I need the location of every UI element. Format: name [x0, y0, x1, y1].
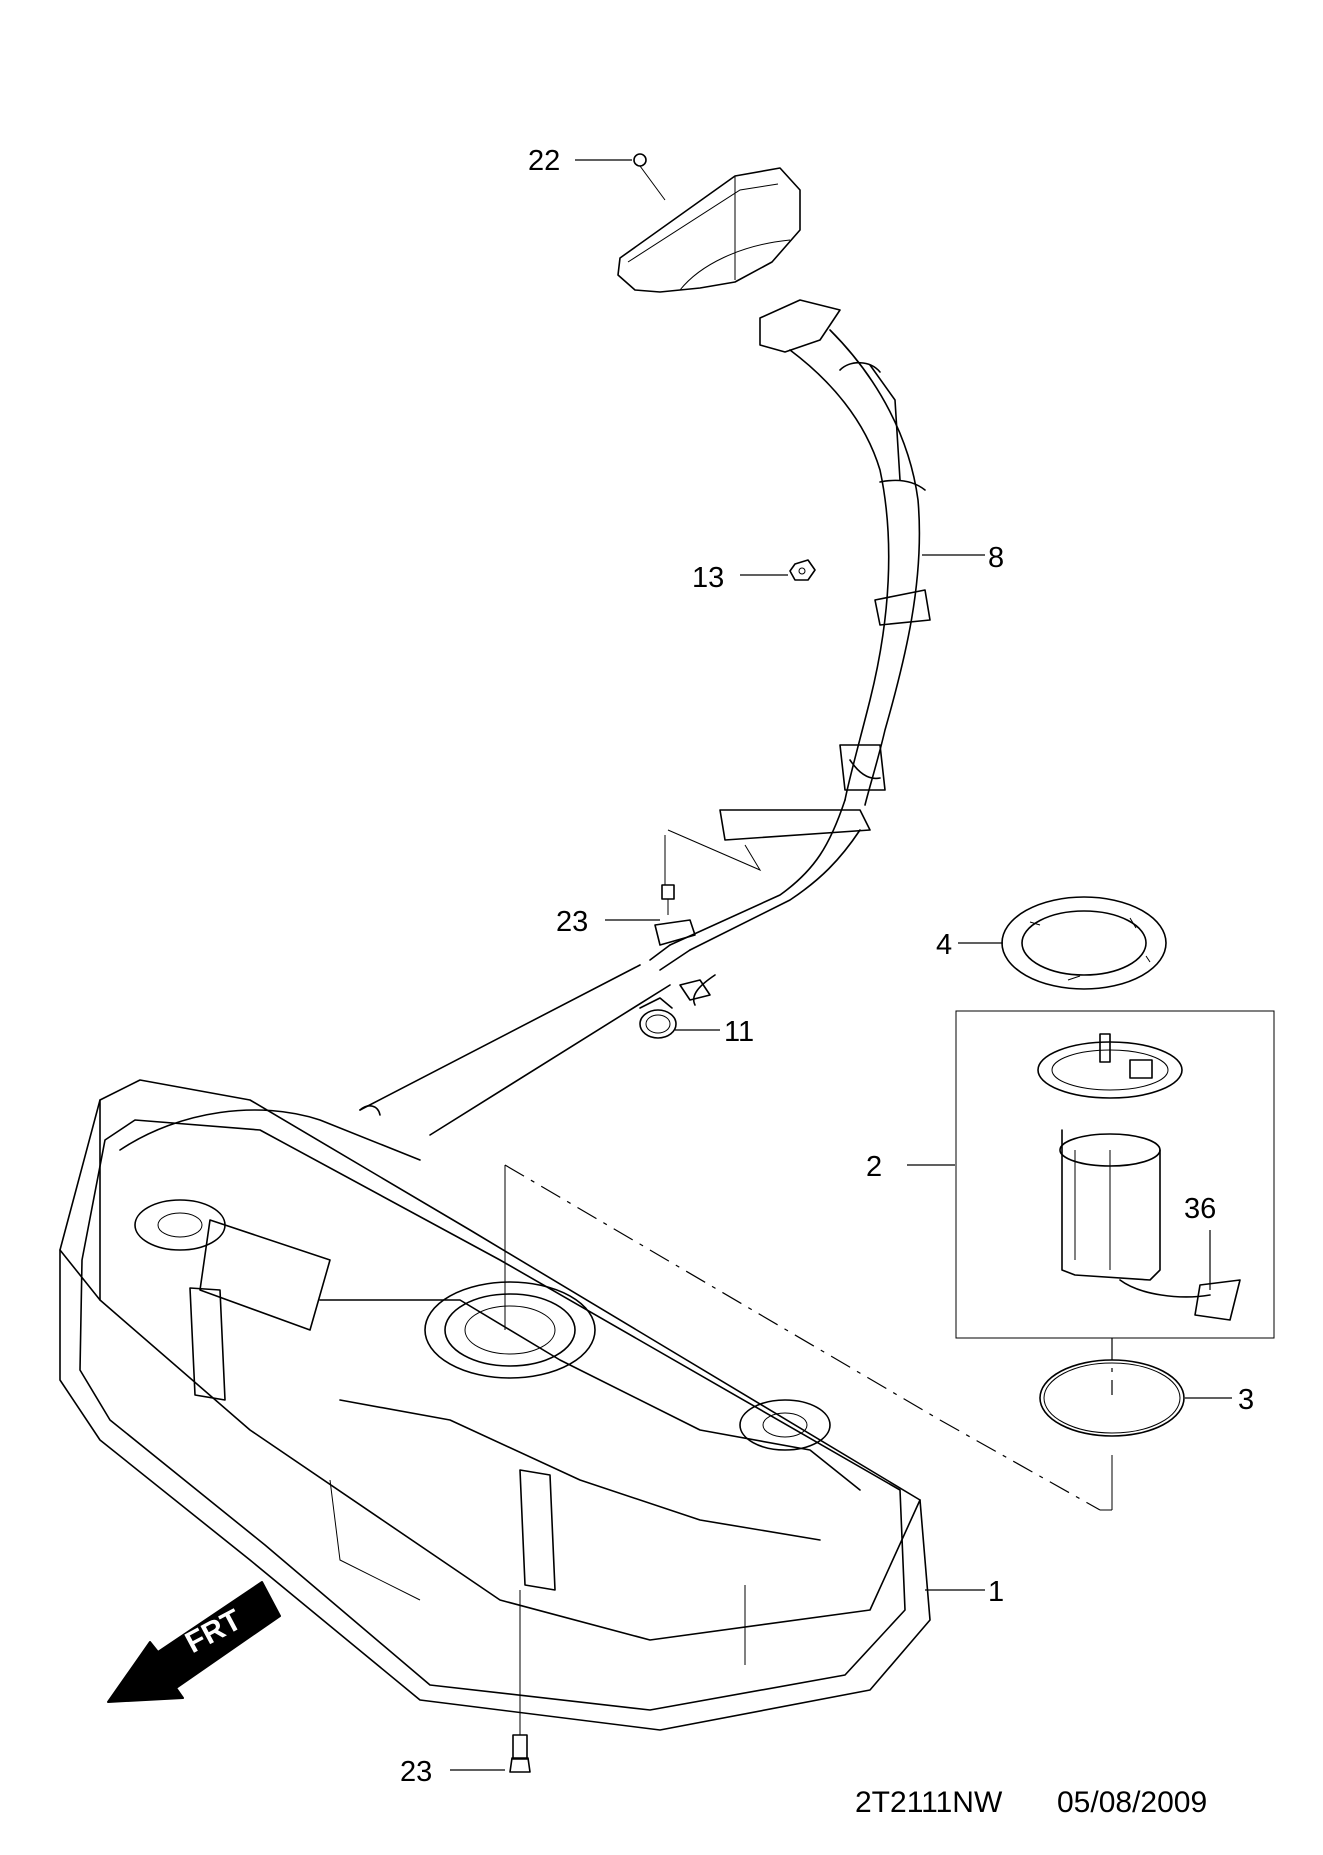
part-4-retainer-ring	[1001, 896, 1167, 990]
callout-13: 13	[692, 562, 724, 594]
part-2-fuel-pump-module	[955, 1010, 1275, 1339]
callout-2: 2	[866, 1151, 882, 1183]
callout-23-top: 23	[556, 906, 588, 938]
callout-36: 36	[1184, 1193, 1216, 1225]
leader-lines	[450, 159, 1232, 1771]
diagram-code: 2T2111NW	[855, 1786, 1003, 1819]
part-1-fuel-tank	[59, 1079, 931, 1731]
diagram-date: 05/08/2009	[1057, 1786, 1207, 1819]
part-13-nut	[789, 559, 816, 581]
callout-1: 1	[988, 1576, 1004, 1608]
callout-22: 22	[528, 145, 560, 177]
assembly-lines	[504, 1164, 1113, 1511]
callout-11: 11	[724, 1016, 754, 1048]
callout-23-bottom: 23	[400, 1756, 432, 1788]
callout-4: 4	[936, 929, 952, 961]
callout-8: 8	[988, 542, 1004, 574]
part-11-hose-clamp	[639, 997, 677, 1039]
part-23-top-bolt	[661, 829, 762, 915]
callout-3: 3	[1238, 1384, 1254, 1416]
part-22-filler-housing	[617, 153, 801, 293]
part-23-bottom-bolt	[509, 1590, 531, 1773]
part-8-filler-neck	[359, 299, 931, 1136]
front-direction-arrow: FRT	[107, 1581, 281, 1703]
